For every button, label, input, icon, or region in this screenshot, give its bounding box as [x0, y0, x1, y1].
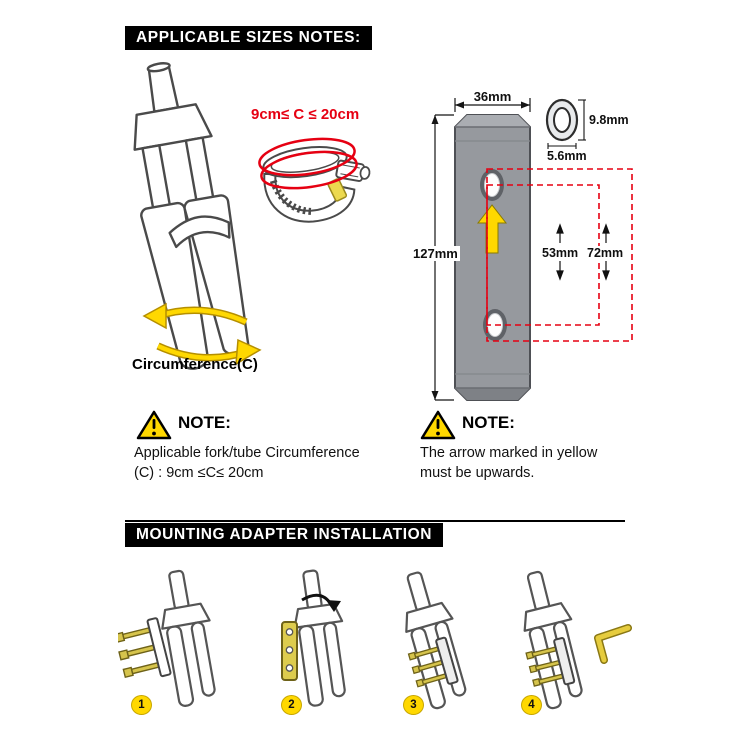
step-illustration-1 — [118, 569, 216, 707]
installation-header-title: MOUNTING ADAPTER INSTALLATION — [125, 523, 444, 547]
up-arrow-icon — [476, 204, 508, 254]
header-rule — [125, 520, 625, 522]
note-right-line2: must be upwards. — [420, 465, 535, 481]
outer-span-box — [486, 168, 633, 342]
note-right-title: NOTE: — [462, 413, 515, 432]
grommet-illustration — [545, 98, 586, 149]
step-illustration-4 — [523, 570, 632, 710]
note-right-line1: The arrow marked in yellow — [420, 445, 598, 461]
step-badge-3: 3 — [403, 695, 424, 715]
grommet-width-label: 5.6mm — [547, 149, 587, 163]
highlight-ellipse — [260, 150, 358, 190]
adapter-body — [454, 114, 531, 401]
note-left-title: NOTE: — [178, 413, 231, 432]
fork-illustration — [133, 62, 262, 370]
dim-outer-span-label: 72mm — [585, 246, 626, 260]
rotation-arrows-icon — [142, 302, 262, 366]
warning-triangle-icon — [420, 410, 456, 440]
dim-width-label: 36mm — [473, 89, 512, 104]
circumference-label: Circumference(C) — [132, 356, 258, 373]
grommet-height-label: 9.8mm — [589, 113, 629, 127]
warning-triangle-icon — [136, 410, 172, 440]
dim-inner-span-label: 53mm — [540, 246, 581, 260]
note-left-line2: (C) : 9cm ≤C≤ 20cm — [134, 465, 264, 481]
step-badge-1: 1 — [131, 695, 152, 715]
allen-key-icon — [594, 624, 632, 664]
step-illustration-2 — [281, 569, 346, 707]
step-badge-2: 2 — [281, 695, 302, 715]
dim-height-label: 127mm — [411, 246, 460, 261]
step-illustration-3 — [405, 571, 467, 710]
clamp-illustration — [258, 137, 371, 223]
highlight-ellipse — [258, 137, 356, 177]
step-badge-4: 4 — [521, 695, 542, 715]
sizes-header-title: APPLICABLE SIZES NOTES: — [125, 26, 372, 50]
note-left-line1: Applicable fork/tube Circumference — [134, 445, 360, 461]
clamp-range-label: 9cm≤ C ≤ 20cm — [251, 106, 360, 123]
